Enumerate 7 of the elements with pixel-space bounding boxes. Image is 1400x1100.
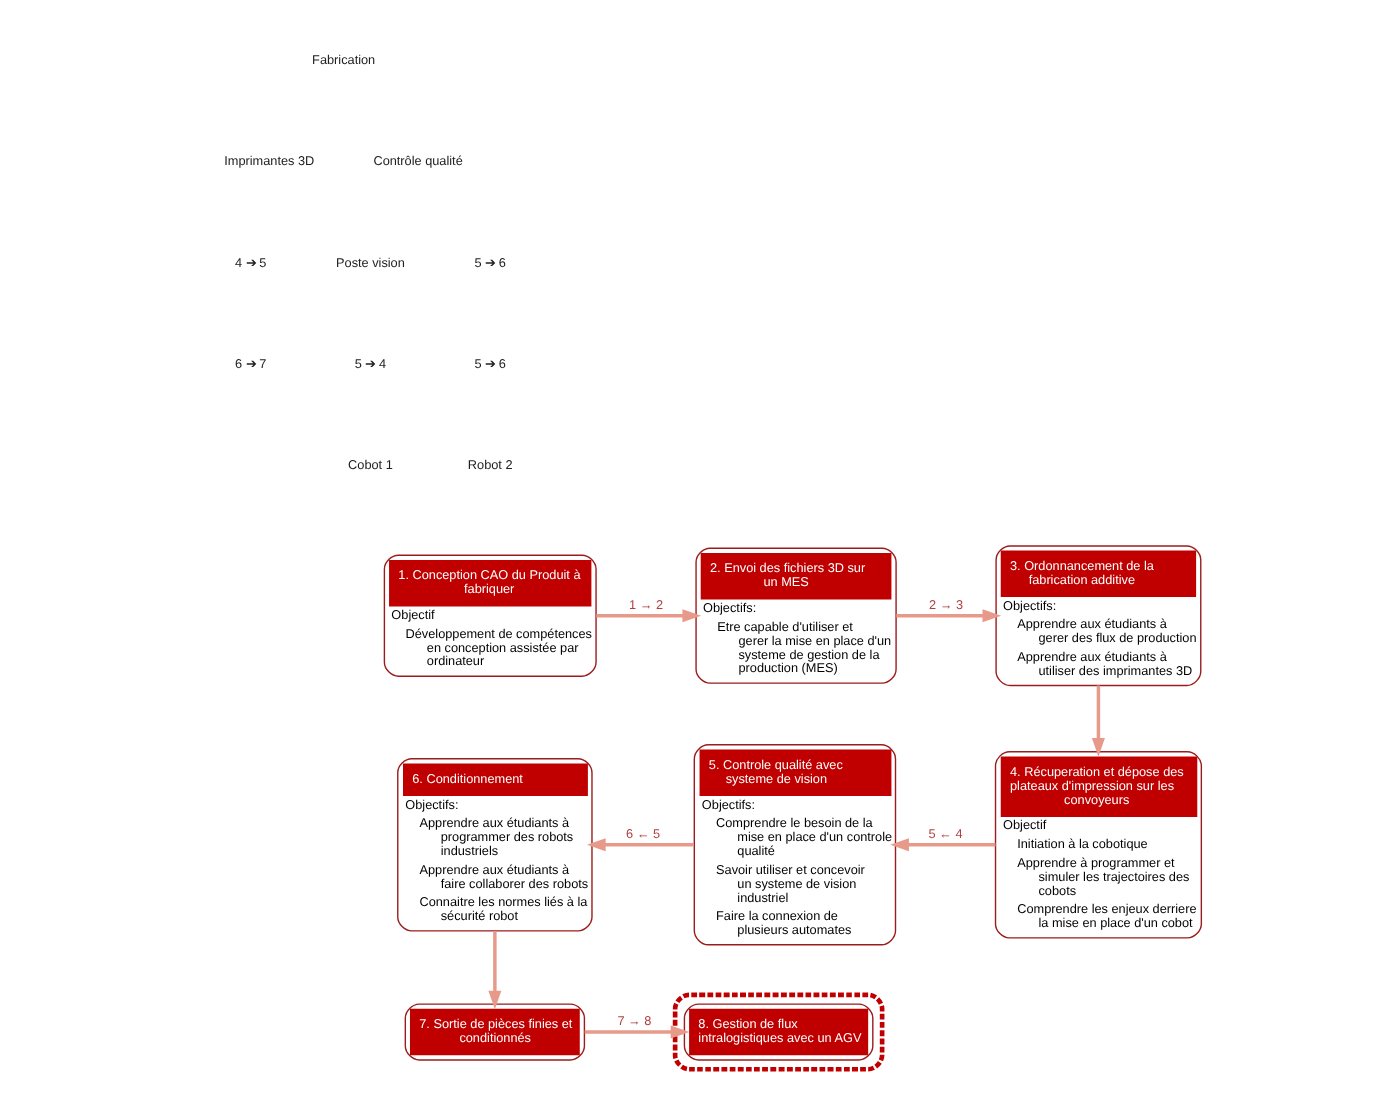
arrow [1090,685,1104,757]
arrow [586,838,693,852]
arrow [595,609,701,623]
arrow [487,931,501,1010]
arrow [889,838,995,852]
arrow [583,1025,689,1039]
arrow [895,609,1001,623]
